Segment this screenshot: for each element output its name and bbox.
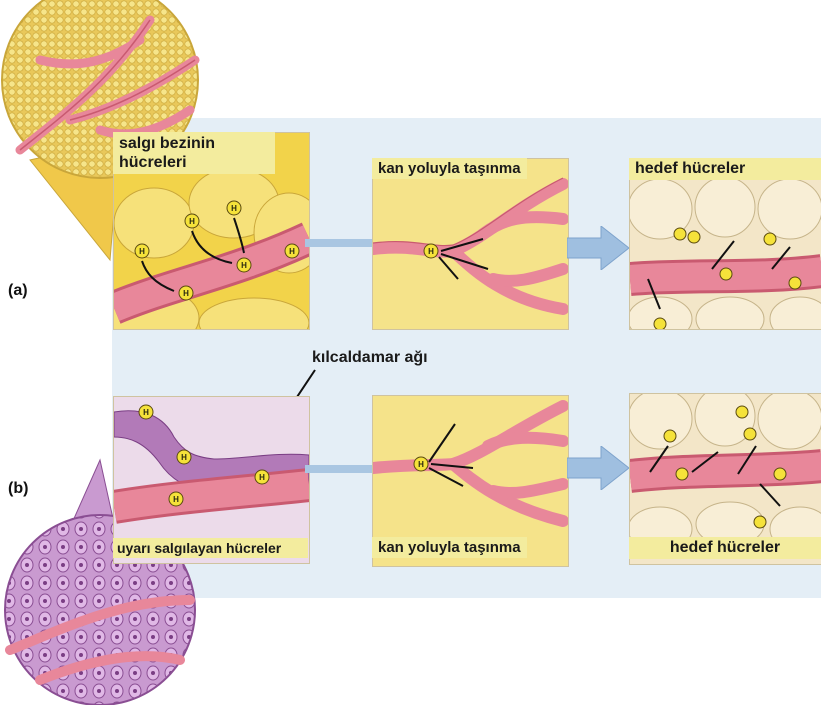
gland-cells-label: salgı bezinin hücreleri bbox=[113, 132, 275, 174]
hormone-letter: H bbox=[428, 247, 434, 256]
hormone-letter: H bbox=[183, 289, 189, 298]
row-b-tag: (b) bbox=[8, 480, 28, 498]
transport-label-a: kan yoluyla taşınma bbox=[372, 158, 527, 179]
target-label-a: hedef hücreler bbox=[629, 158, 821, 180]
hormone-letter: H bbox=[289, 247, 295, 256]
capillary-network-label: kılcaldamar ağı bbox=[312, 349, 428, 367]
hormone-letter: H bbox=[189, 217, 195, 226]
neuro-cells-label: uyarı salgılayan hücreler bbox=[113, 538, 308, 558]
vessel-connector-a1 bbox=[305, 236, 375, 250]
panel-blood-transport-a: H bbox=[372, 158, 569, 330]
hormone-letter: H bbox=[418, 460, 424, 469]
vessel-connector-b1 bbox=[305, 462, 375, 476]
gland-cells-label-line1: salgı bezinin bbox=[119, 134, 269, 153]
transport-label-b: kan yoluyla taşınma bbox=[372, 537, 527, 558]
arrow-right-icon-b bbox=[567, 446, 629, 490]
hormone-letter: H bbox=[143, 408, 149, 417]
arrow-right-icon bbox=[567, 226, 629, 270]
panel-target-cells-a bbox=[629, 158, 821, 330]
row-a-tag: (a) bbox=[8, 282, 28, 300]
hormone-letter: H bbox=[139, 247, 145, 256]
hormone-letter: H bbox=[241, 261, 247, 270]
hormone-letter: H bbox=[173, 495, 179, 504]
hormone-letter: H bbox=[231, 204, 237, 213]
target-label-b: hedef hücreler bbox=[629, 537, 821, 559]
gland-cells-label-line2: hücreleri bbox=[119, 153, 269, 172]
hormone-letter: H bbox=[259, 473, 265, 482]
hormone-letter: H bbox=[181, 453, 187, 462]
